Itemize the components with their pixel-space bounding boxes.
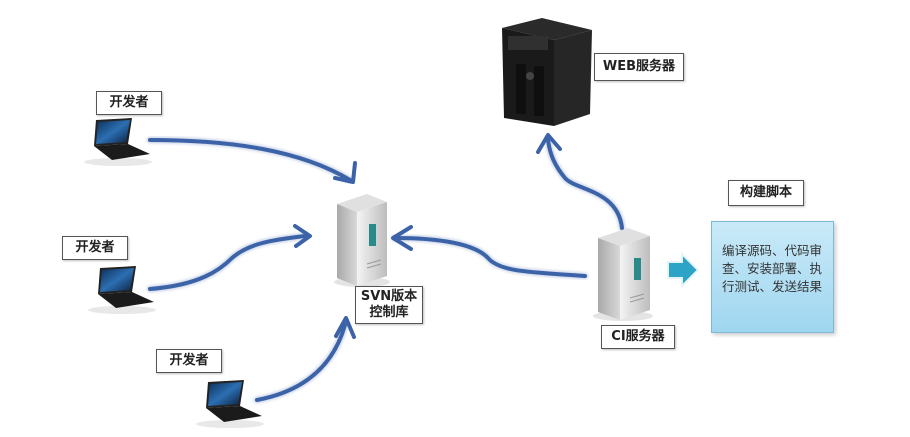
- arrow-ci-to-script-icon: [667, 251, 700, 289]
- ci-server-label: CI服务器: [601, 325, 675, 349]
- laptop-icon-dev1: [84, 118, 152, 166]
- web-server-icon: [502, 18, 592, 126]
- arrow-dev2-to-svn: [146, 224, 312, 293]
- build-script-title: 构建脚本: [728, 180, 804, 206]
- svn-server-icon: [334, 194, 390, 287]
- arrow-ci-to-svn: [391, 225, 589, 280]
- laptop-icon-dev3: [196, 380, 264, 428]
- build-script-box: 编译源码、代码审查、安装部署、执行测试、发送结果: [711, 221, 834, 333]
- web-server-label: WEB服务器: [594, 53, 684, 81]
- laptop-icon-dev2: [88, 266, 156, 314]
- arrow-ci-to-web: [536, 133, 626, 232]
- developer-2-label: 开发者: [62, 236, 128, 260]
- developer-3-label: 开发者: [156, 349, 222, 373]
- build-script-description: 编译源码、代码审查、安装部署、执行测试、发送结果: [722, 243, 823, 295]
- svn-server-label: SVN版本 控制库: [355, 286, 423, 324]
- arrow-dev3-to-svn: [253, 316, 356, 404]
- ci-server-icon: [593, 228, 653, 321]
- svn-label-line1: SVN版本: [360, 289, 418, 304]
- arrow-dev1-to-svn: [146, 136, 357, 184]
- developer-1-label: 开发者: [96, 91, 162, 115]
- svn-label-line2: 控制库: [369, 305, 409, 321]
